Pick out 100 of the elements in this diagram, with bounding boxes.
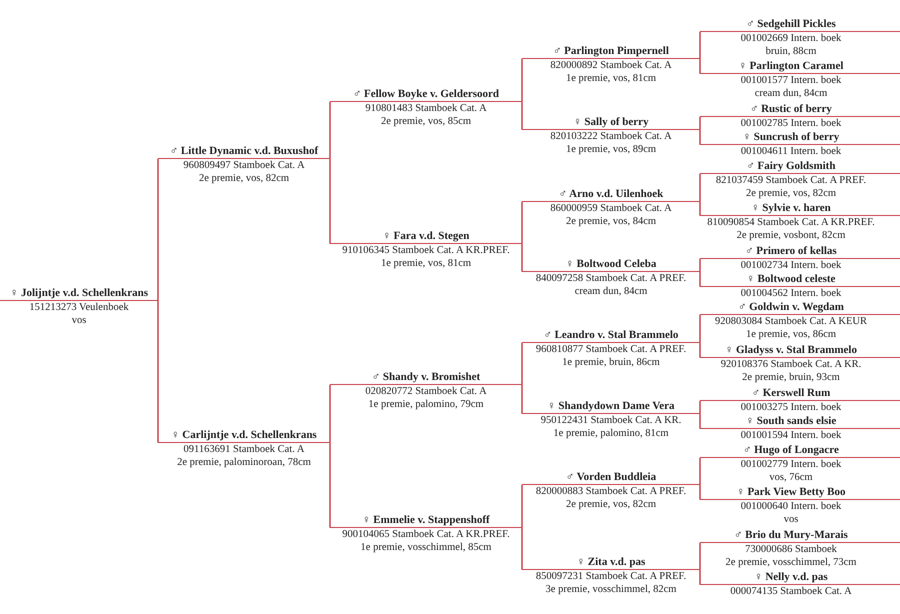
horse-name: ♂ Fairy Goldsmith [700, 160, 900, 174]
horse-details: 920803084 Stamboek Cat. A KEUR [714, 315, 868, 328]
horse-details: 960810877 Stamboek Cat. A PREF. [534, 343, 688, 356]
horse-details: 2e premie, vos, 82cm [198, 172, 290, 185]
horse-name: ♀ Jolijntje v.d. Schellenkrans [0, 287, 158, 301]
pedigree-connector [699, 314, 701, 343]
horse-details: 820000883 Stamboek Cat. A PREF. [534, 485, 688, 498]
horse-details: 2e premie, bruin, 93cm [741, 371, 841, 384]
horse-name: ♂ Brio du Mury-Marais [700, 529, 900, 543]
horse-name: ♀ Suncrush of berry [700, 131, 900, 145]
horse-details: 2e premie, vos, 82cm [564, 498, 658, 511]
horse-details: 3e premie, vosschimmel, 82cm [544, 583, 678, 596]
horse-details: vos [70, 314, 88, 327]
horse-details: 840097258 Stamboek Cat. A PREF. [534, 272, 688, 285]
horse-details: 1e premie, vos, 81cm [564, 72, 658, 85]
horse-details: 001000640 Intern. boek [740, 500, 842, 513]
pedigree-connector [157, 300, 159, 443]
horse-details: bruin, 88cm [764, 45, 818, 58]
horse-name: ♀ Nelly v.d. pas [700, 571, 900, 585]
horse-name: ♂ Leandro v. Stal Brammelo [522, 329, 700, 343]
horse-details: 860000959 Stamboek Cat. A [549, 202, 673, 215]
horse-name: ♀ Emmelie v. Stappenshoff [330, 514, 522, 528]
horse-details: 920108376 Stamboek Cat. A KR. [720, 358, 862, 371]
horse-details: 1e premie, palomino, 81cm [552, 427, 670, 440]
horse-name: ♀ Fara v.d. Stegen [330, 230, 522, 244]
pedigree-connector [157, 158, 159, 301]
pedigree-connector [521, 384, 523, 414]
horse-name: ♂ Fellow Boyke v. Geldersoord [330, 88, 522, 102]
pedigree-connector [699, 400, 701, 414]
horse-details: 001003275 Intern. boek [740, 401, 842, 414]
horse-details: 001002669 Intern. boek [740, 32, 842, 45]
horse-name: ♂ Goldwin v. Wegdam [700, 301, 900, 315]
horse-details: 730000686 Stamboek [744, 543, 838, 556]
horse-details: 821037459 Stamboek Cat. A PREF. [714, 174, 868, 187]
horse-name: ♀ Parlington Caramel [700, 60, 900, 74]
horse-details: 820000892 Stamboek Cat. A [549, 59, 673, 72]
pedigree-connector [699, 542, 701, 570]
horse-details: 001001594 Intern. boek [740, 429, 842, 442]
horse-name: ♂ Arno v.d. Uilenhoek [522, 188, 700, 202]
horse-details: 001004611 Intern. boek [740, 145, 842, 158]
horse-name: ♂ Little Dynamic v.d. Buxushof [158, 145, 330, 159]
horse-details: 960809497 Stamboek Cat. A [182, 159, 306, 172]
horse-details: 2e premie, vosschimmel, 73cm [724, 556, 858, 569]
pedigree-connector [699, 116, 701, 130]
pedigree-connector [699, 258, 701, 272]
pedigree-connector [521, 202, 523, 244]
horse-details: 1e premie, bruin, 86cm [561, 356, 661, 369]
horse-details: 001002734 Intern. boek [740, 259, 842, 272]
horse-details: 950122431 Stamboek Cat. A KR. [540, 414, 682, 427]
pedigree-connector [699, 174, 701, 202]
horse-details: 000074135 Stamboek Cat. A [729, 585, 853, 598]
horse-name: ♀ Boltwood Celeba [522, 258, 700, 272]
horse-name: ♀ Carlijntje v.d. Schellenkrans [158, 429, 330, 443]
horse-name: ♀ Gladyss v. Stal Brammelo [700, 344, 900, 358]
horse-name: ♀ Park View Betty Boo [700, 486, 900, 500]
horse-details: 001001577 Intern. boek [740, 74, 842, 87]
horse-details: 1e premie, vosschimmel, 85cm [360, 541, 492, 554]
horse-details: 2e premie, vosbont, 82cm [736, 229, 846, 242]
pedigree-connector [699, 342, 701, 358]
pedigree-connector [699, 570, 701, 585]
pedigree-connector [699, 414, 701, 429]
horse-name: ♀ South sands elsie [700, 415, 900, 429]
horse-details: 2e premie, vos, 85cm [380, 115, 472, 128]
horse-details: 001002785 Intern. boek [740, 117, 842, 130]
pedigree-connector [329, 158, 331, 244]
horse-name: ♂ Hugo of Longacre [700, 444, 900, 458]
horse-details: 001002779 Intern. boek [740, 458, 842, 471]
horse-name: ♂ Vorden Buddleia [522, 471, 700, 485]
pedigree-connector [699, 58, 701, 74]
horse-name: ♂ Parlington Pimpernell [522, 45, 700, 59]
horse-details: 810090854 Stamboek Cat. A KR.PREF. [706, 216, 876, 229]
horse-details: vos [782, 513, 800, 526]
horse-details: 001004562 Intern. boek [740, 287, 842, 300]
horse-name: ♀ Boltwood celeste [700, 273, 900, 287]
horse-details: 1e premie, vos, 81cm [380, 257, 472, 270]
horse-details: 1e premie, vos, 86cm [744, 328, 838, 341]
horse-details: 850097231 Stamboek Cat. A PREF. [534, 570, 688, 583]
pedigree-connector [699, 458, 701, 485]
horse-details: 910106345 Stamboek Cat. A KR.PREF. [341, 244, 511, 257]
pedigree-connector [329, 102, 331, 159]
pedigree-connector [521, 528, 523, 570]
pedigree-connector [699, 202, 701, 216]
horse-details: cream dun, 84cm [754, 87, 828, 100]
horse-details: 820103222 Stamboek Cat. A [549, 130, 673, 143]
horse-name: ♂ Rustic of berry [700, 103, 900, 117]
horse-details: 2e premie, vos, 84cm [564, 215, 658, 228]
pedigree-connector [699, 32, 701, 59]
pedigree-connector [521, 342, 523, 385]
horse-details: 1e premie, vos, 89cm [564, 143, 658, 156]
horse-details: cream dun, 84cm [574, 285, 648, 298]
horse-name: ♂ Sedgehill Pickles [700, 18, 900, 32]
pedigree-connector [329, 442, 331, 528]
horse-name: ♂ Primero of kellas [700, 245, 900, 259]
pedigree-connector [521, 102, 523, 130]
horse-details: 2e premie, vos, 82cm [744, 187, 838, 200]
pedigree-connector [521, 484, 523, 528]
horse-name: ♀ Sylvie v. haren [700, 202, 900, 216]
pedigree-connector [521, 244, 523, 272]
horse-name: ♀ Sally of berry [522, 116, 700, 130]
horse-name: ♂ Kerswell Rum [700, 387, 900, 401]
